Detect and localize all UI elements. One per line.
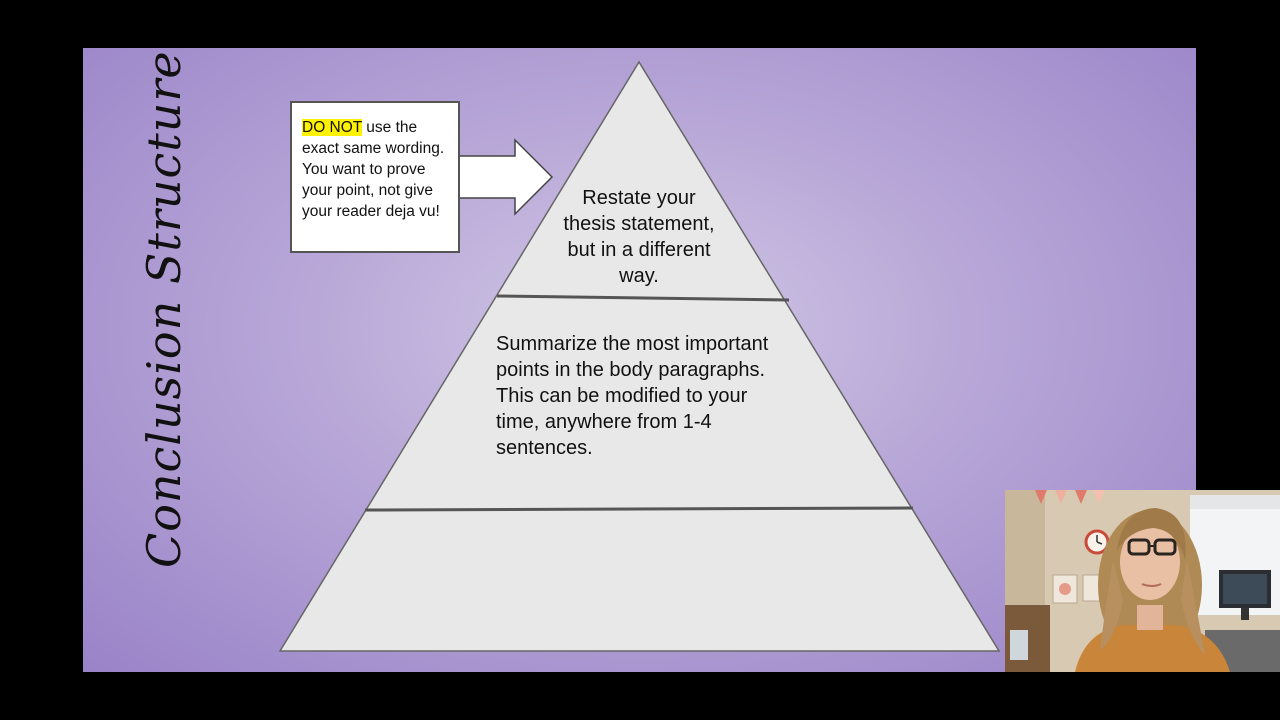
pyramid-divider-top [496, 294, 790, 302]
webcam-video-feed [1005, 490, 1280, 672]
webcam-overlay [1005, 490, 1280, 672]
callout-highlight: DO NOT [302, 119, 362, 136]
callout-box: DO NOT use the exact same wording. You w… [290, 101, 460, 253]
pyramid-diagram [278, 60, 1001, 652]
pyramid-middle-tier-text: Summarize the most important points in t… [496, 333, 769, 459]
slide-title: Conclusion Structure [137, 50, 191, 568]
callout-text: use the exact same wording. You want to … [302, 119, 445, 220]
pyramid-divider-middle [364, 506, 914, 512]
presentation-slide: Conclusion Structure DO NOT use the exac… [83, 48, 1196, 672]
right-arrow-icon [458, 138, 554, 216]
pyramid-top-tier-text: Restate your thesis statement, but in a … [563, 187, 715, 287]
pyramid-shape [278, 60, 1001, 652]
